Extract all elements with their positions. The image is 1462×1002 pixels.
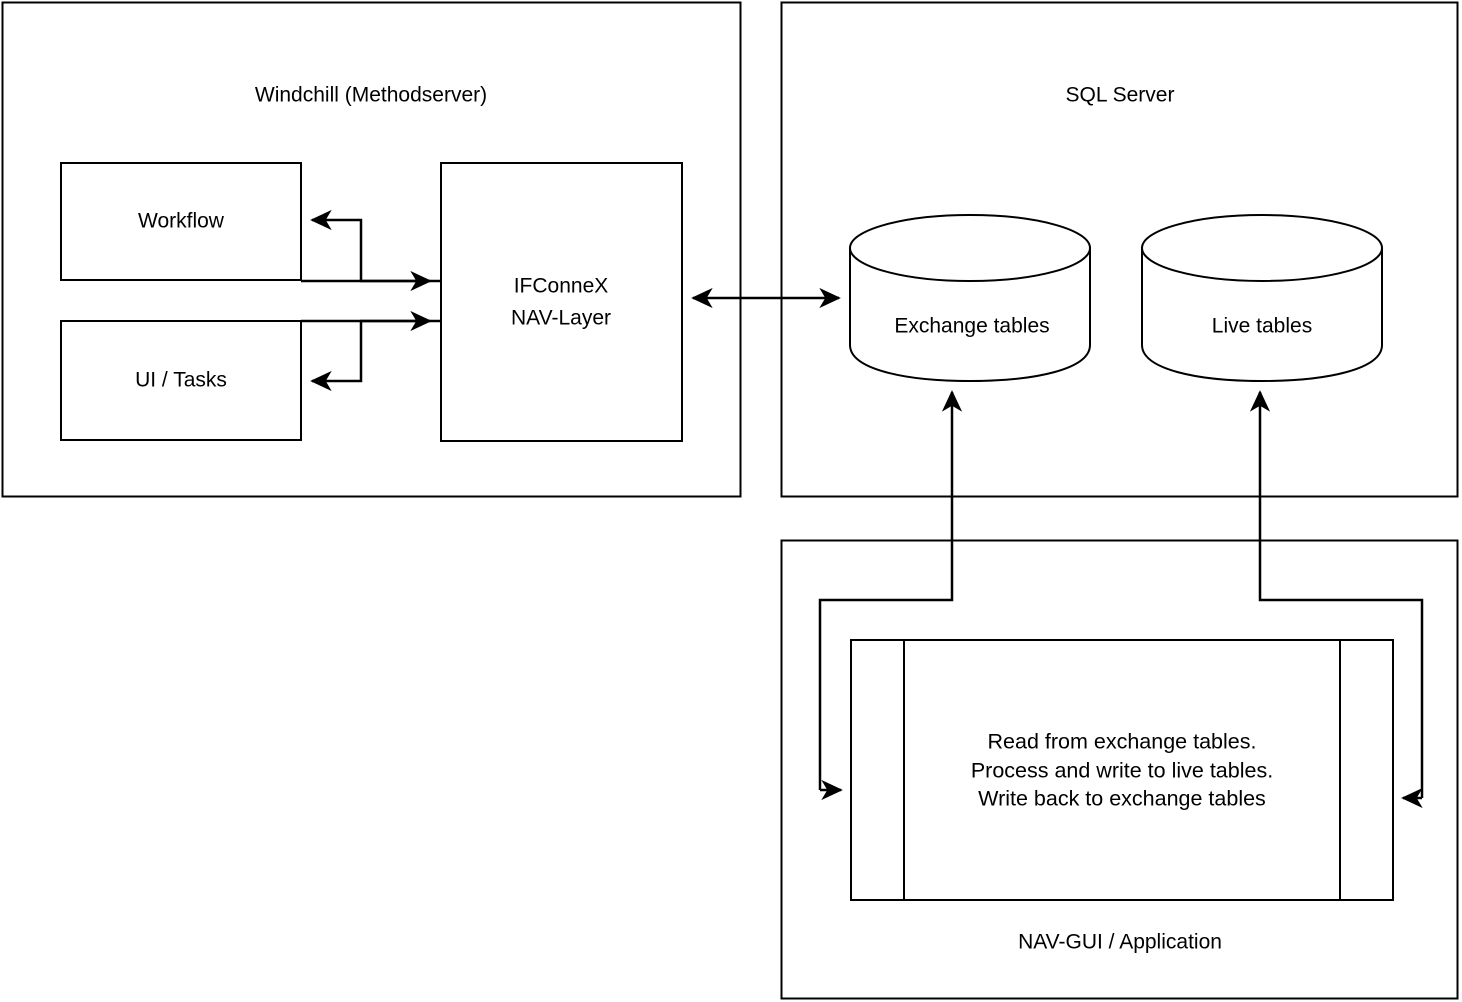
- process-box[interactable]: [850, 639, 1394, 901]
- node-ifconnex-nav-layer[interactable]: IFConneX NAV-Layer: [440, 162, 683, 442]
- exchange-tables-cylinder-top: [849, 214, 1091, 282]
- exchange-tables-cylinder-body[interactable]: [849, 247, 1091, 383]
- live-tables-cylinder-body[interactable]: [1141, 247, 1383, 383]
- ifconnex-label-line2: NAV-Layer: [511, 307, 611, 330]
- ui-tasks-box[interactable]: [60, 320, 302, 441]
- windchill-container-label: Windchill (Methodserver): [255, 84, 487, 107]
- live-tables-cylinder-top: [1141, 214, 1383, 282]
- ifconnex-label-line1: IFConneX: [514, 275, 609, 298]
- node-process-box[interactable]: Read from exchange tables. Process and w…: [850, 639, 1394, 901]
- process-box-label-line2: Process and write to live tables.: [971, 759, 1273, 783]
- process-box-label-line3: Write back to exchange tables: [978, 787, 1266, 811]
- workflow-box[interactable]: [60, 162, 302, 281]
- ui-tasks-label: UI / Tasks: [135, 369, 227, 392]
- nav-gui-container-label: NAV-GUI / Application: [1018, 931, 1222, 954]
- node-workflow[interactable]: Workflow: [60, 162, 302, 281]
- process-box-label-line1: Read from exchange tables.: [988, 730, 1257, 754]
- node-exchange-tables[interactable]: Exchange tables: [849, 214, 1091, 383]
- ifconnex-box[interactable]: [440, 162, 683, 442]
- node-live-tables[interactable]: Live tables: [1141, 214, 1383, 383]
- connector-ifconnex-to-ui-tasks: [310, 319, 441, 392]
- sql-server-container-label: SQL Server: [1066, 84, 1175, 107]
- node-ui-tasks[interactable]: UI / Tasks: [60, 320, 302, 441]
- connector-process-to-live-tables-up: [1249, 390, 1424, 798]
- live-tables-label: Live tables: [1212, 315, 1312, 338]
- workflow-label: Workflow: [138, 210, 225, 233]
- connector-process-to-exchange-tables-up: [818, 390, 963, 790]
- exchange-tables-label: Exchange tables: [894, 315, 1049, 338]
